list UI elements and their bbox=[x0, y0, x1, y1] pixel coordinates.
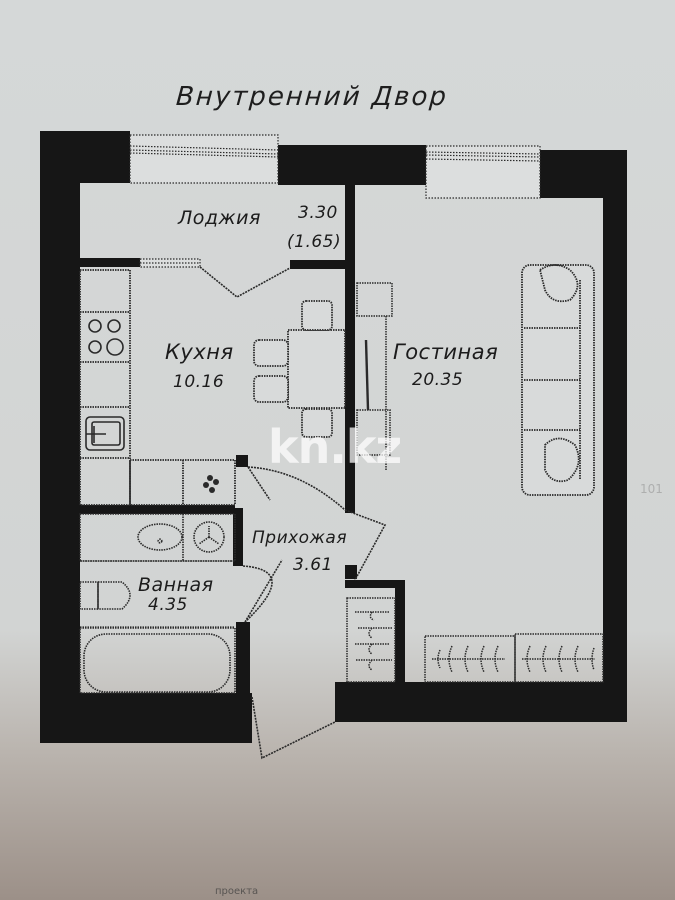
room-label-loggia: Лоджия bbox=[178, 207, 261, 229]
room-area-loggia-adjusted: (1.65) bbox=[287, 232, 342, 252]
tv-icon bbox=[364, 339, 370, 411]
room-area-living: 20.35 bbox=[412, 370, 464, 390]
windows bbox=[129, 134, 541, 268]
watermark-logo: kn.kz bbox=[268, 420, 402, 474]
walls bbox=[40, 131, 627, 743]
room-area-hallway: 3.61 bbox=[293, 555, 333, 575]
sofa bbox=[521, 264, 595, 496]
bathtub-icon bbox=[83, 633, 231, 693]
plant-icon bbox=[203, 475, 219, 493]
stove-icon bbox=[88, 319, 124, 356]
doors bbox=[199, 266, 387, 760]
toilet-icon bbox=[97, 581, 131, 610]
dining-table bbox=[253, 300, 346, 438]
washing-machine-icon bbox=[193, 521, 225, 553]
room-label-bathroom: Ванная bbox=[138, 574, 214, 596]
faint-margin-text: 101 bbox=[640, 482, 663, 496]
room-label-living: Гостиная bbox=[393, 340, 499, 364]
kitchen-counter bbox=[79, 269, 236, 506]
kitchen-sink-icon bbox=[85, 416, 125, 451]
hallway-wardrobe bbox=[346, 597, 396, 683]
washbasin-icon bbox=[137, 523, 183, 551]
living-cabinet bbox=[356, 282, 393, 470]
bathroom-fixtures bbox=[79, 513, 236, 694]
room-area-kitchen: 10.16 bbox=[173, 372, 225, 392]
radiators bbox=[424, 633, 604, 683]
room-label-kitchen: Кухня bbox=[165, 340, 234, 364]
room-area-bathroom: 4.35 bbox=[148, 595, 188, 615]
room-area-loggia: 3.30 bbox=[298, 203, 338, 223]
room-label-hallway: Прихожая bbox=[252, 528, 348, 548]
faint-bottom-text: проекта bbox=[215, 886, 259, 897]
